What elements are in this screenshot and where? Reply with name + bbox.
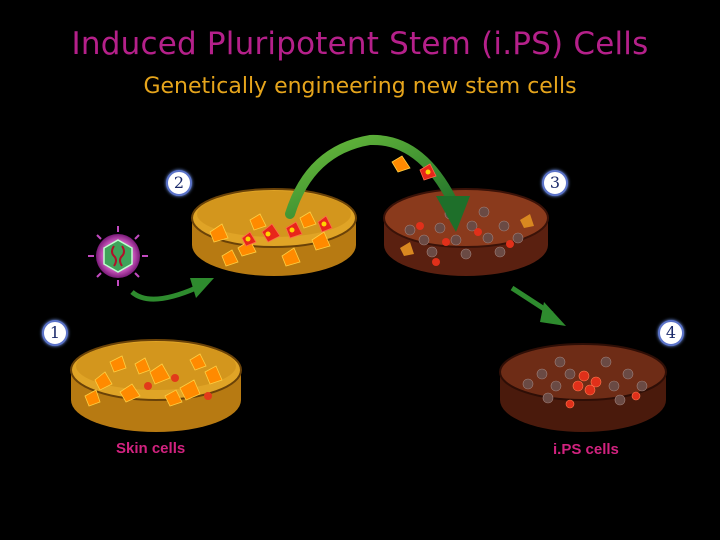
- step-3-badge: 3: [542, 170, 568, 196]
- ips-cells-label: i.PS cells: [553, 441, 619, 458]
- step-1-badge: 1: [42, 320, 68, 346]
- step-2-badge: 2: [166, 170, 192, 196]
- petri-dish-skin-cells: [71, 340, 241, 432]
- virus-icon: [88, 226, 148, 286]
- step-4-badge: 4: [658, 320, 684, 346]
- petri-dish-transduced: [192, 189, 356, 276]
- petri-dish-ips-cells: [500, 344, 666, 432]
- arrow-to-ips: [512, 288, 566, 326]
- skin-cells-label: Skin cells: [116, 440, 185, 457]
- curved-arrow-icon: [132, 278, 214, 299]
